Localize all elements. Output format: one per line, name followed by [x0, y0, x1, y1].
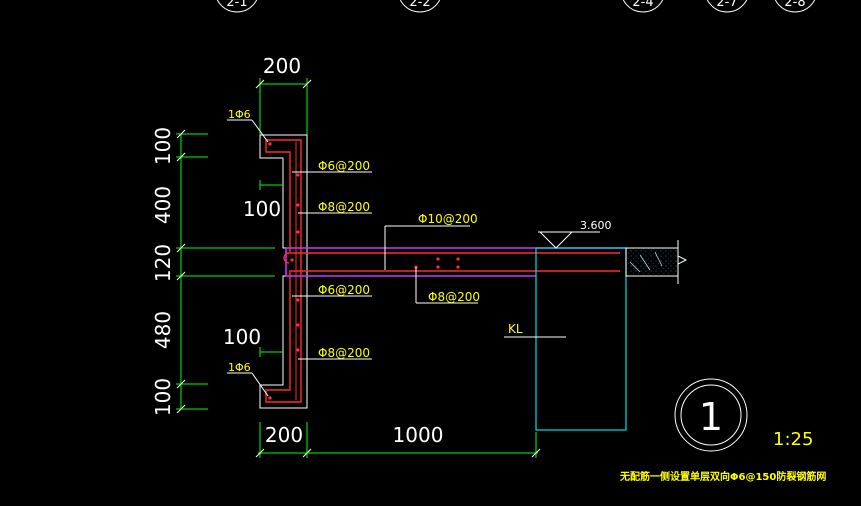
dim-left-120: 120: [151, 244, 175, 282]
label-top-corner-bar: 1Φ6: [228, 108, 251, 121]
drawing-note: 无配筋一侧设置单层双向Φ6@150防裂钢筋网: [619, 470, 826, 483]
axis-bubble-2-8[interactable]: 2-8: [773, 0, 817, 13]
dim-bottom-200: 200: [265, 423, 303, 447]
label-upper-stirrup: Φ6@200: [318, 159, 370, 173]
top-width-dimension: 200: [255, 54, 312, 135]
detail-bubble[interactable]: 1: [674, 378, 748, 452]
elevation-value: 3.600: [580, 219, 612, 232]
top-width-value: 200: [263, 54, 301, 78]
detail-scale: 1:25: [773, 429, 813, 450]
cantilever-slab[interactable]: [283, 247, 626, 277]
axis-bubble-2-7[interactable]: 2-7: [705, 0, 749, 13]
axis-bubble-label: 2-2: [409, 0, 430, 10]
label-slab-top: Φ10@200: [418, 212, 478, 226]
label-bottom-corner-bar: 1Φ6: [228, 361, 251, 374]
dim-inner-100-bottom: 100: [223, 325, 261, 349]
beam-kl[interactable]: [535, 247, 627, 431]
label-lower-stirrup: Φ6@200: [318, 283, 370, 297]
dim-left-100: 100: [151, 127, 175, 165]
detail-number: 1: [699, 395, 723, 439]
rebar-leaders: [227, 119, 566, 397]
dim-bottom-1000: 1000: [393, 423, 444, 447]
elevation-mark: 3.600: [538, 219, 612, 249]
label-slab-bottom: Φ8@200: [428, 290, 480, 304]
axis-bubble-label: 2-1: [226, 0, 247, 10]
axis-bubble-2-4[interactable]: 2-4: [621, 0, 665, 13]
label-upper-vertical: Φ8@200: [318, 200, 370, 214]
dim-left-100-bottom: 100: [151, 378, 175, 416]
dim-left-400: 400: [151, 186, 175, 224]
dim-inner-100-top: 100: [243, 197, 281, 221]
inner-dimensions: 100 100: [223, 180, 283, 357]
bottom-dimension-chain: 200 1000: [255, 422, 541, 458]
axis-bubble-label: 2-8: [784, 0, 805, 10]
axis-bubble-label: 2-7: [716, 0, 737, 10]
adjacent-slab: [625, 240, 688, 284]
left-dimension-chain: 100 400 120 480 100: [151, 127, 275, 416]
axis-bubble-2-1[interactable]: 2-1: [215, 0, 259, 13]
parapet-outline[interactable]: [259, 134, 308, 409]
axis-bubble-2-2[interactable]: 2-2: [398, 0, 442, 13]
axis-bubble-label: 2-4: [632, 0, 653, 10]
label-lower-vertical: Φ8@200: [318, 346, 370, 360]
label-beam-kl: KL: [508, 322, 523, 336]
dim-left-480: 480: [151, 311, 175, 349]
